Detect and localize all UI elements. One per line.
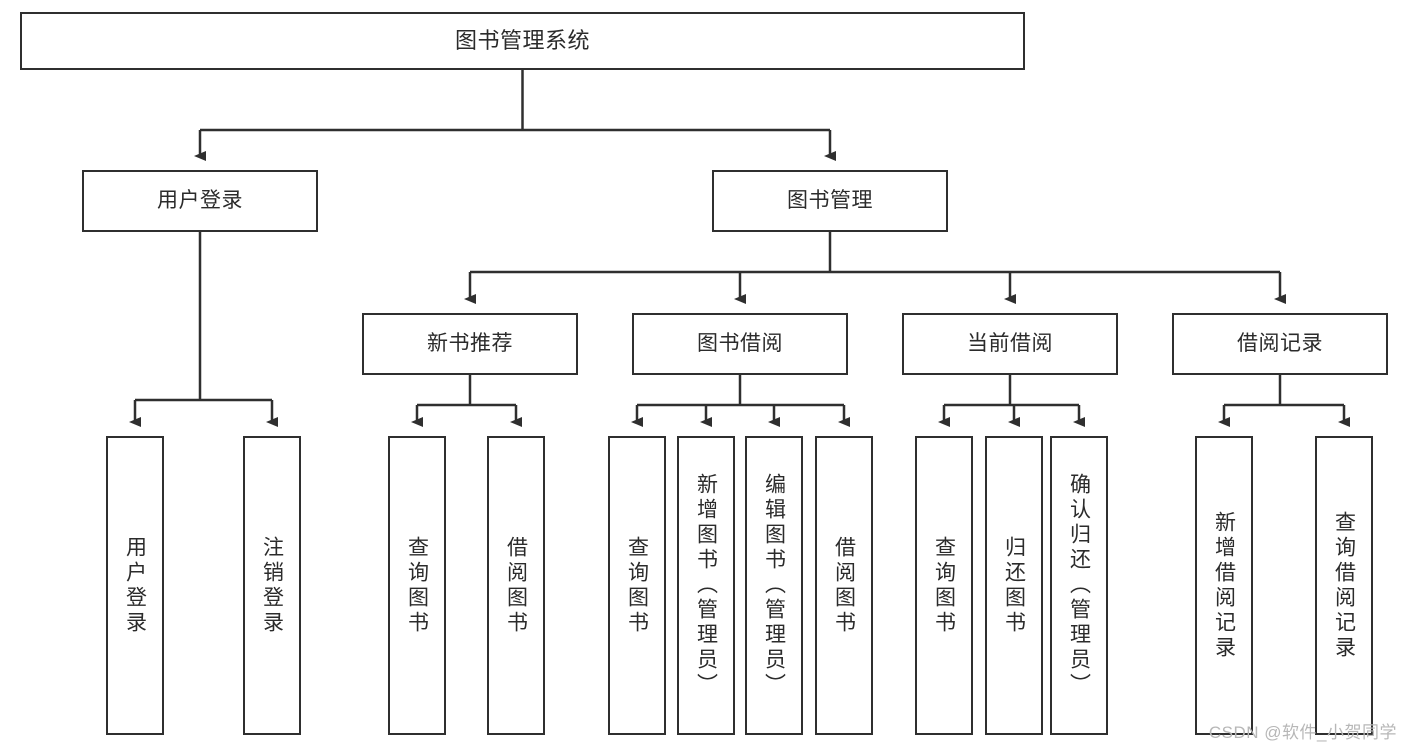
node-label: 查询借阅记录 [1332,510,1356,661]
node-book_mgmt[interactable]: 图书管理 [712,170,948,232]
node-label: 用户登录 [123,535,147,636]
node-leaf_add_record[interactable]: 新增借阅记录 [1195,436,1253,735]
node-leaf_query_book_2[interactable]: 查询图书 [608,436,666,735]
node-leaf_edit_book[interactable]: 编辑图书（管理员） [745,436,803,735]
node-label: 图书管理系统 [454,28,590,54]
node-label: 借阅图书 [832,535,856,636]
node-leaf_borrow_book_2[interactable]: 借阅图书 [815,436,873,735]
node-new_book_rec[interactable]: 新书推荐 [362,313,578,375]
node-leaf_confirm_return[interactable]: 确认归还（管理员） [1050,436,1108,735]
node-label: 图书管理 [787,188,873,212]
node-label: 注销登录 [260,535,284,636]
node-label: 借阅图书 [504,535,528,636]
node-label: 确认归还（管理员） [1067,473,1091,698]
node-leaf_query_book_3[interactable]: 查询图书 [915,436,973,735]
node-label: 新增图书（管理员） [694,473,718,698]
node-label: 查询图书 [625,535,649,636]
node-leaf_borrow_book_1[interactable]: 借阅图书 [487,436,545,735]
node-leaf_return_book[interactable]: 归还图书 [985,436,1043,735]
node-label: 借阅记录 [1237,331,1323,355]
node-leaf_logout[interactable]: 注销登录 [243,436,301,735]
node-label: 新增借阅记录 [1212,510,1236,661]
node-borrow_record[interactable]: 借阅记录 [1172,313,1388,375]
node-book_borrow[interactable]: 图书借阅 [632,313,848,375]
node-label: 归还图书 [1002,535,1026,636]
watermark: CSDN @软件_小贺同学 [1208,723,1397,742]
node-leaf_add_book[interactable]: 新增图书（管理员） [677,436,735,735]
node-leaf_user_login[interactable]: 用户登录 [106,436,164,735]
node-label: 当前借阅 [967,331,1053,355]
node-label: 查询图书 [405,535,429,636]
node-leaf_query_book_1[interactable]: 查询图书 [388,436,446,735]
node-label: 查询图书 [932,535,956,636]
node-leaf_query_record[interactable]: 查询借阅记录 [1315,436,1373,735]
node-root[interactable]: 图书管理系统 [20,12,1025,70]
node-label: 图书借阅 [697,331,783,355]
node-current_borrow[interactable]: 当前借阅 [902,313,1118,375]
node-label: 用户登录 [157,188,243,212]
node-user_login[interactable]: 用户登录 [82,170,318,232]
node-label: 新书推荐 [427,331,513,355]
node-label: 编辑图书（管理员） [762,473,786,698]
